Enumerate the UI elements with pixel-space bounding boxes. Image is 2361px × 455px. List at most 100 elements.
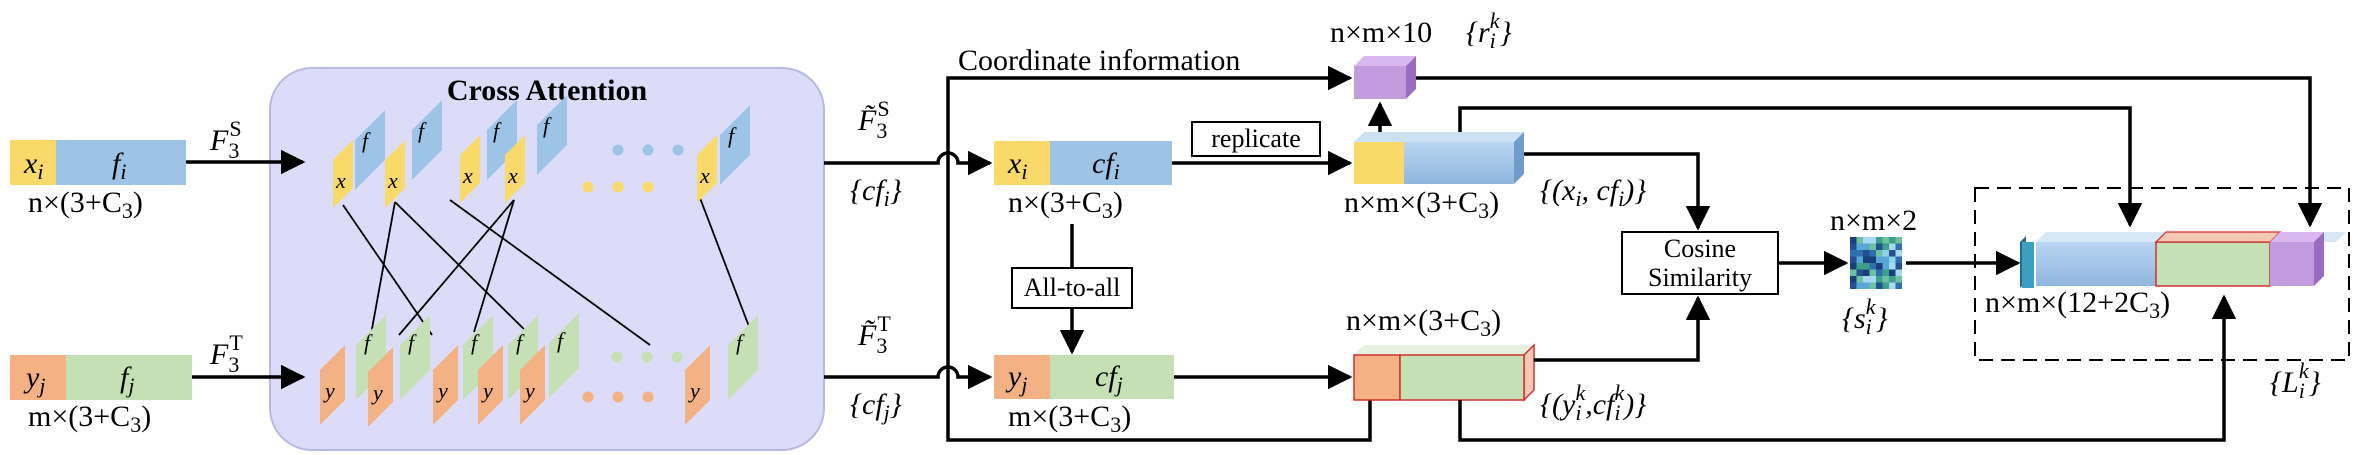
mosaic-cell [1876, 263, 1883, 270]
out-target-cf: cfj [1095, 360, 1123, 397]
mosaic-cell [1876, 269, 1883, 276]
svg-text:f: f [516, 330, 525, 355]
mosaic-cell [1895, 256, 1902, 263]
source-dims: n×(3+C3) [28, 186, 143, 223]
target-card-last: f y [685, 315, 758, 425]
s-block-mosaic [1850, 237, 1902, 289]
mosaic-cell [1895, 250, 1902, 257]
cross-attention-title: Cross Attention [447, 74, 648, 107]
svg-text:y: y [481, 378, 493, 403]
replicated-set: {(xi, cfi)} [1540, 174, 1646, 211]
mosaic-cell [1876, 250, 1883, 257]
svg-text:f: f [736, 330, 745, 355]
source-x-label: xi [23, 147, 43, 184]
mosaic-cell [1856, 237, 1863, 244]
svg-text:f: f [728, 123, 737, 148]
out-target-dims: m×(3+C3) [1008, 400, 1131, 437]
mosaic-cell [1850, 243, 1857, 250]
r-block-dims: n×m×10 [1330, 16, 1432, 49]
replicated-block [1354, 132, 1524, 184]
out-target-block [994, 355, 1174, 399]
source-feature-block [10, 140, 186, 185]
source-arrow-label: F3S [209, 116, 242, 163]
mosaic-cell [1882, 282, 1889, 289]
cosine-line1: Cosine [1664, 234, 1736, 263]
out-target-set: {cfj} [850, 388, 902, 425]
target-dims: m×(3+C3) [28, 400, 151, 437]
paired-to-cosine [1534, 295, 1711, 362]
mosaic-cell [1882, 250, 1889, 257]
cosine-line2: Similarity [1648, 263, 1752, 292]
svg-text:y: y [688, 378, 700, 403]
mosaic-cell [1882, 276, 1889, 283]
svg-text:f: f [543, 113, 552, 138]
mosaic-cell [1863, 250, 1870, 257]
mosaic-cell [1889, 276, 1896, 283]
mosaic-cell [1869, 256, 1876, 263]
s-block-dims: n×m×2 [1830, 204, 1917, 237]
mosaic-cell [1882, 237, 1889, 244]
l-block-set: {Lik} [2270, 358, 2321, 403]
mosaic-cell [1876, 243, 1883, 250]
mosaic-cell [1850, 250, 1857, 257]
mosaic-cell [1850, 276, 1857, 283]
svg-text:x: x [699, 163, 710, 188]
l-block-dims: n×m×(12+2C3) [1985, 286, 2170, 323]
mosaic-cell [1889, 243, 1896, 250]
mosaic-cell [1882, 256, 1889, 263]
l-block [2020, 231, 2346, 288]
replicate-label: replicate [1211, 124, 1301, 153]
svg-text:x: x [387, 168, 398, 193]
target-dots [582, 351, 683, 403]
mosaic-cell [1895, 282, 1902, 289]
svg-text:x: x [335, 168, 346, 193]
mosaic-cell [1869, 276, 1876, 283]
mosaic-cell [1876, 282, 1883, 289]
mosaic-cell [1863, 263, 1870, 270]
source-dots [582, 144, 684, 193]
mosaic-cell [1889, 250, 1896, 257]
mosaic-cell [1889, 237, 1896, 244]
out-source-block [994, 141, 1172, 185]
source-card-1: f x f [333, 100, 442, 208]
mosaic-cell [1856, 256, 1863, 263]
replicated-dims: n×m×(3+C3) [1344, 186, 1499, 223]
bottom-feedback-line [946, 163, 1372, 442]
mosaic-cell [1895, 237, 1902, 244]
mosaic-cell [1863, 237, 1870, 244]
mosaic-cell [1850, 282, 1857, 289]
source-cards: f x f x f x f x [333, 95, 750, 208]
out-source-arrow [824, 150, 993, 176]
mosaic-cell [1895, 243, 1902, 250]
attention-links [342, 197, 754, 346]
svg-text:y: y [371, 380, 383, 405]
paired-dims: n×m×(3+C3) [1346, 304, 1501, 341]
mosaic-cell [1869, 263, 1876, 270]
replicated-top-line [1458, 106, 2143, 228]
mosaic-cell [1856, 263, 1863, 270]
svg-text:y: y [323, 378, 335, 403]
mosaic-cell [1869, 243, 1876, 250]
mosaic-cell [1889, 263, 1896, 270]
target-card-2: f y f y f y [433, 313, 579, 425]
svg-text:f: f [493, 118, 502, 143]
svg-text:y: y [436, 378, 448, 403]
mosaic-cell [1850, 269, 1857, 276]
mosaic-cell [1850, 256, 1857, 263]
target-card-1: f y f y [320, 315, 430, 427]
svg-text:x: x [507, 163, 518, 188]
svg-text:f: f [557, 328, 566, 353]
mosaic-cell [1863, 256, 1870, 263]
mosaic-cell [1863, 269, 1870, 276]
replicate-box [1191, 121, 1321, 157]
svg-text:f: f [364, 330, 373, 355]
r-block [1354, 56, 1416, 99]
mosaic-cell [1856, 269, 1863, 276]
mosaic-cell [1869, 237, 1876, 244]
replicated-to-cosine [1524, 152, 1711, 231]
out-source-x: xi [1007, 147, 1027, 184]
r-block-to-l-line [1416, 76, 2323, 228]
mosaic-cell [1850, 263, 1857, 270]
out-target-label: F̃3T [857, 311, 891, 358]
